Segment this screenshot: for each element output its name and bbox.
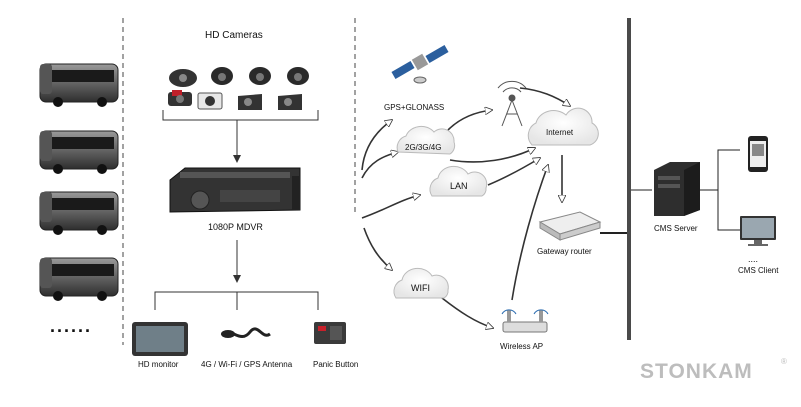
bus-icon: [39, 130, 119, 174]
gateway-router-icon: [538, 211, 602, 241]
internet-label: Internet: [546, 128, 574, 137]
antenna-icon: [220, 327, 271, 339]
gateway-label: Gateway router: [537, 247, 592, 256]
bus-icon: [39, 257, 119, 301]
cell-tower-icon: [497, 80, 527, 127]
satellite-icon: [391, 45, 449, 84]
camera-bracket: [162, 110, 319, 121]
dome-camera-icon: [249, 67, 271, 85]
camera-set: [168, 67, 309, 110]
cms-server-label: CMS Server: [654, 224, 698, 233]
wifi-label: WIFI: [411, 283, 430, 293]
hd-monitor-icon: [132, 322, 188, 356]
brand-registered-mark: ®: [781, 357, 787, 366]
cellular-label: 2G/3G/4G: [405, 143, 441, 152]
network-backbone-bar: [627, 18, 631, 340]
wifi-cloud: [393, 267, 449, 299]
client-monitor-icon: [740, 216, 776, 246]
dome-camera-icon: [169, 69, 197, 87]
cms-server-icon: [654, 162, 700, 216]
dome-camera-icon: [287, 67, 309, 85]
wireless-ap-icon: [501, 309, 549, 333]
mdvr-label: 1080P MDVR: [208, 222, 263, 232]
bus-icon: [39, 191, 119, 235]
lan-cloud: [429, 165, 488, 197]
antenna-label: 4G / Wi-Fi / GPS Antenna: [201, 360, 293, 369]
lan-label: LAN: [450, 181, 468, 191]
bus-icon: [39, 63, 119, 107]
dashcam-icon: [168, 90, 192, 106]
wireless-ap-label: Wireless AP: [500, 342, 543, 351]
panic-button-icon: [314, 322, 346, 344]
hd-monitor-label: HD monitor: [138, 360, 179, 369]
server-to-clients-bracket: [717, 149, 740, 231]
cellular-cloud: [396, 125, 456, 155]
box-camera-icon: [197, 92, 223, 110]
brand-logo: STONKAM: [640, 360, 753, 383]
panic-button-label: Panic Button: [313, 360, 358, 369]
hd-cameras-title: HD Cameras: [205, 30, 263, 41]
gps-label: GPS+GLONASS: [384, 103, 444, 112]
vehicle-ellipsis: ......: [50, 316, 92, 336]
side-camera-icon: [278, 94, 302, 110]
internet-cloud: [527, 107, 599, 146]
mdvr-device-icon: [169, 167, 301, 213]
cms-client-label: CMS Client: [738, 266, 779, 275]
client-dots: ....: [748, 254, 758, 264]
dome-camera-icon: [211, 67, 233, 85]
smartphone-icon: [748, 136, 768, 172]
side-camera-icon: [238, 94, 262, 110]
network-arrows: [361, 87, 570, 328]
vehicle-fleet: ......: [39, 63, 119, 336]
